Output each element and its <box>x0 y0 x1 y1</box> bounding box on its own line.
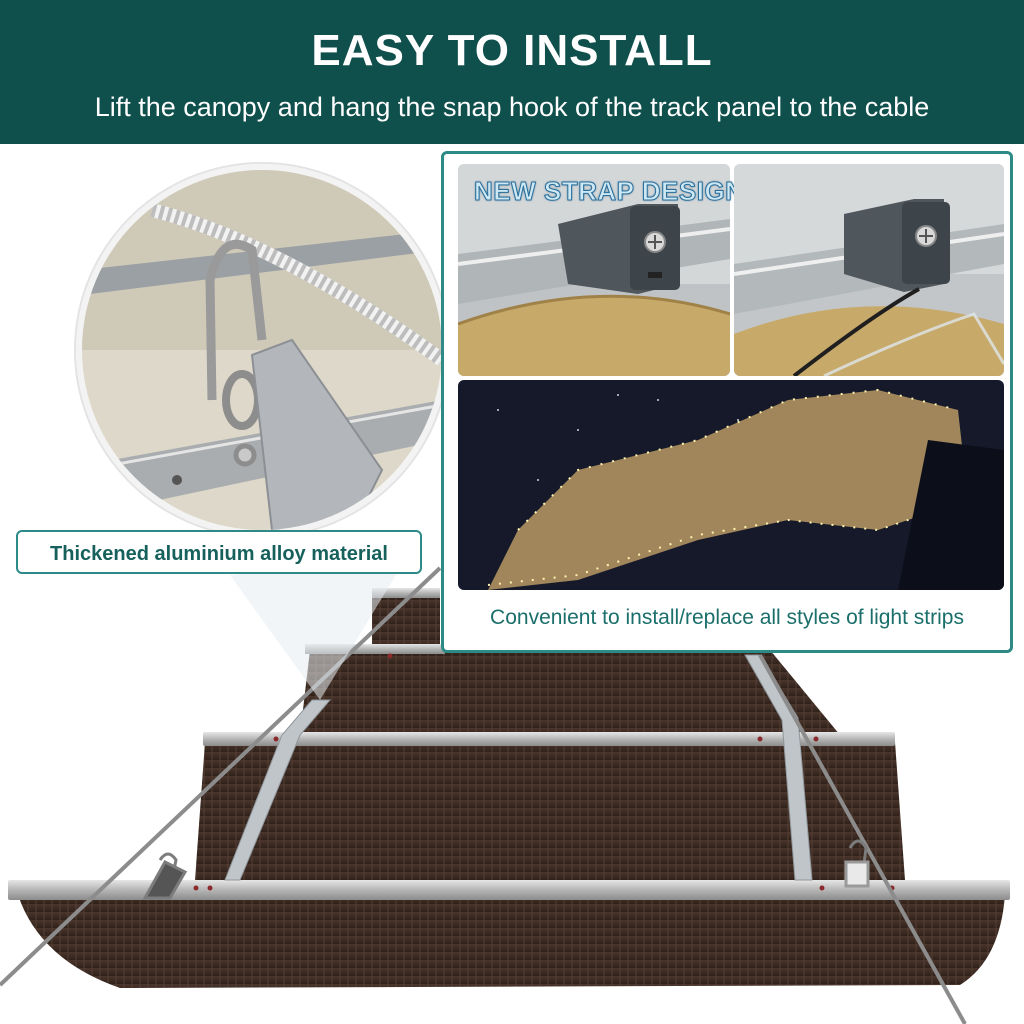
canopy-fabric-bottom <box>18 895 1005 988</box>
track-rail-upper <box>305 644 445 654</box>
track-rail-middle <box>203 732 895 746</box>
page-subtitle: Lift the canopy and hang the snap hook o… <box>94 92 930 122</box>
strap-clip-photo <box>458 164 730 376</box>
hook-right <box>844 839 870 888</box>
new-strap-design-badge: NEW STRAP DESIGN <box>473 176 745 207</box>
cable-left <box>0 566 442 987</box>
strap-with-lights-photo <box>734 164 1004 376</box>
night-light-strip-photo <box>458 380 1004 590</box>
strap-left <box>224 699 332 881</box>
canopy-fabric-upper <box>300 650 840 735</box>
page-title: EASY TO INSTALL <box>311 26 713 75</box>
header-banner: EASY TO INSTALL Lift the canopy and hang… <box>0 0 1024 144</box>
snap-hook-detail <box>82 170 442 530</box>
material-label: Thickened aluminium alloy material <box>16 530 422 574</box>
hook-left <box>142 852 188 900</box>
strap-design-panel: NEW STRAP DESIGN Co <box>441 151 1013 653</box>
track-rail-bottom <box>8 880 1010 900</box>
light-strip-caption: Convenient to install/replace all styles… <box>490 606 964 629</box>
canopy-fabric-top <box>372 596 440 650</box>
magnifier-pointer <box>230 560 405 700</box>
track-rail-top <box>372 588 440 598</box>
cable-right <box>758 654 967 1024</box>
detail-magnifier <box>76 164 448 536</box>
canopy-fabric-middle <box>195 742 905 880</box>
